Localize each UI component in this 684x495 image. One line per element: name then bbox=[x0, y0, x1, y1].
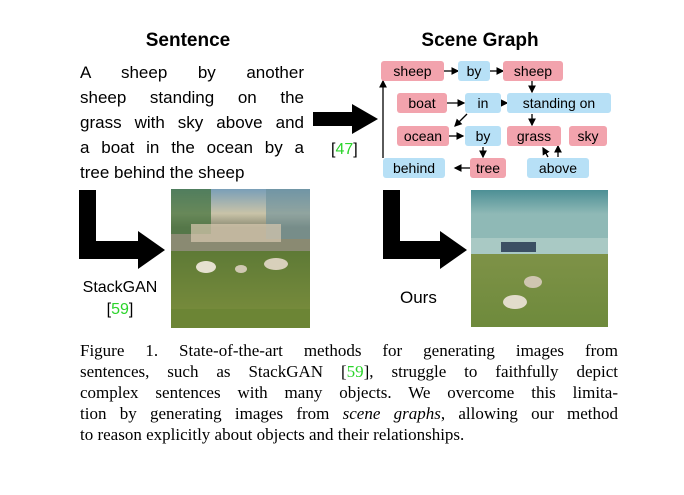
graph-edge bbox=[542, 146, 550, 158]
citation-link[interactable]: 47 bbox=[335, 141, 354, 158]
graph-edges bbox=[379, 67, 562, 172]
sentence-line: sheep standing on the bbox=[80, 88, 304, 107]
graph-node-tree: tree bbox=[470, 158, 506, 178]
graph-node-ocean: ocean bbox=[397, 126, 449, 146]
sentence-line: tree behind the sheep bbox=[80, 163, 245, 182]
graph-node-standing-on: standing on bbox=[507, 93, 611, 113]
caption-text: tion by generating images from bbox=[80, 404, 343, 423]
stackgan-label: StackGAN [59] bbox=[70, 277, 170, 321]
sentence-line: A sheep by another bbox=[80, 63, 304, 82]
caption-line: tion by generating images from scene gra… bbox=[80, 403, 618, 424]
graph-node-sheep: sheep bbox=[381, 61, 444, 81]
ours-generated-image bbox=[471, 190, 608, 327]
stackgan-generated-image bbox=[171, 189, 310, 328]
caption-text: , allowing our method bbox=[440, 404, 618, 423]
citation-59: [59] bbox=[106, 301, 134, 318]
caption-line: Figure 1. State-of-the-art methods for g… bbox=[80, 341, 618, 360]
arrow-right-icon bbox=[313, 104, 378, 134]
scene-graph-heading: Scene Graph bbox=[421, 30, 539, 51]
citation-link[interactable]: 59 bbox=[346, 362, 364, 381]
graph-node-above: above bbox=[527, 158, 589, 178]
sentence-line: a boat in the ocean by a bbox=[80, 138, 304, 157]
input-sentence: A sheep by another sheep standing on the… bbox=[80, 60, 304, 185]
caption-line: to reason explicitly about objects and t… bbox=[80, 425, 465, 444]
citation-47: [47] bbox=[331, 141, 358, 158]
graph-node-grass: grass bbox=[507, 126, 561, 146]
figure-caption: Figure 1. State-of-the-art methods for g… bbox=[80, 340, 618, 445]
graph-node-sheep: sheep bbox=[503, 61, 563, 81]
caption-text: ], struggle to faithfully depict bbox=[363, 362, 619, 381]
graph-edge bbox=[454, 113, 468, 127]
sentence-line: grass with sky above and bbox=[80, 113, 304, 132]
caption-text: sentences, such as StackGAN [ bbox=[80, 362, 347, 381]
ours-label: Ours bbox=[400, 288, 437, 307]
graph-node-by: by bbox=[458, 61, 490, 81]
stackgan-name: StackGAN bbox=[82, 279, 158, 296]
caption-emphasis: scene graphs bbox=[342, 404, 441, 423]
arrow-down-right-icon bbox=[383, 190, 467, 269]
graph-node-by: by bbox=[465, 126, 501, 146]
graph-node-sky: sky bbox=[569, 126, 607, 146]
caption-line: sentences, such as StackGAN [59], strugg… bbox=[80, 361, 618, 382]
caption-line: complex sentences with many objects. We … bbox=[80, 383, 618, 402]
graph-node-behind: behind bbox=[383, 158, 445, 178]
sentence-heading: Sentence bbox=[145, 30, 231, 51]
arrow-down-right-icon bbox=[79, 190, 165, 269]
citation-link[interactable]: 59 bbox=[111, 301, 129, 318]
graph-node-in: in bbox=[465, 93, 501, 113]
graph-node-boat: boat bbox=[397, 93, 447, 113]
